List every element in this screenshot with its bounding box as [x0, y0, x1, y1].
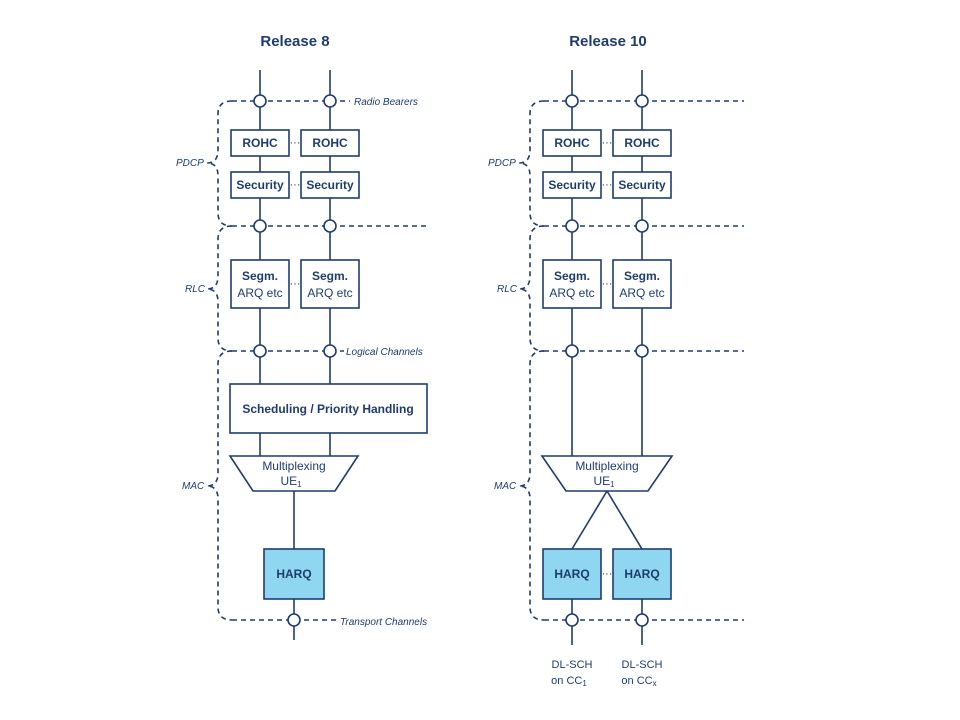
r8-mac-label: MAC: [182, 481, 205, 492]
r10-harq-label-2: HARQ: [624, 567, 659, 581]
r8-segm-box-2: [300, 259, 360, 309]
r8-security-box-1: [230, 171, 290, 199]
r10-mac-label: MAC: [494, 481, 517, 492]
r8-segm-line1-2: Segm.: [312, 269, 348, 283]
r10-pdcp-label: PDCP: [488, 158, 516, 169]
r10-sap-rlc-2: [635, 219, 649, 233]
r8-segm-line1-1: Segm.: [242, 269, 278, 283]
release-8-title: Release 8: [260, 33, 329, 50]
r8-rohc-box-1: [230, 129, 290, 157]
release-10-stack: Release 10 PDCP RLC MAC: [488, 33, 744, 688]
r10-harq-box-2: [612, 548, 672, 600]
r10-segm-line2-2: ARQ etc: [619, 286, 664, 300]
r10-rohc-label-2: ROHC: [624, 136, 660, 150]
r8-sap-radio-bearer-1: [253, 94, 267, 108]
r8-rohc-label-1: ROHC: [242, 136, 278, 150]
r10-security-label-1: Security: [548, 178, 596, 192]
r8-pdcp-brace: [206, 100, 233, 227]
r8-segm-ellipsis: ···: [290, 278, 301, 290]
r10-dlsch-x-line1: DL-SCH: [622, 659, 663, 671]
r8-rohc-box-2: [300, 129, 360, 157]
r10-harq-ellipsis: ···: [602, 568, 613, 580]
r10-multiplexing-block: [540, 455, 674, 492]
r8-rohc-ellipsis: ···: [290, 137, 301, 149]
r10-dlsch-x-line2: on CCx: [621, 675, 656, 688]
r10-segm-line2-1: ARQ etc: [549, 286, 594, 300]
r10-segm-box-1: [542, 259, 602, 309]
r10-segm-ellipsis: ···: [602, 278, 613, 290]
r8-scheduling-label: Scheduling / Priority Handling: [242, 402, 413, 416]
r8-scheduling-box: [229, 383, 428, 434]
r10-harq-label-1: HARQ: [554, 567, 589, 581]
r8-mux-ue: UE: [280, 474, 297, 488]
r10-sap-rlc-1: [565, 219, 579, 233]
r10-rlc-brace: [518, 225, 545, 352]
r10-sap-transport-2: [635, 613, 649, 627]
r8-multiplexing-block: [228, 455, 360, 492]
r10-security-box-2: [612, 171, 672, 199]
r10-mux-ue: UE: [593, 474, 610, 488]
r8-rlc-label: RLC: [185, 284, 206, 295]
r8-segm-line2-2: ARQ etc: [307, 286, 352, 300]
r10-mux-line2: UE1: [593, 474, 615, 489]
r8-sap-rlc-2: [323, 219, 337, 233]
r8-security-label-1: Security: [236, 178, 284, 192]
r8-mux-line1: Multiplexing: [262, 459, 325, 473]
r8-mux-sub: 1: [297, 480, 302, 489]
r10-sap-transport-1: [565, 613, 579, 627]
r8-sap-radio-bearer-2: [323, 94, 337, 108]
r10-segm-line1-2: Segm.: [624, 269, 660, 283]
r8-segm-box-1: [230, 259, 290, 309]
r8-security-box-2: [300, 171, 360, 199]
r10-segm-box-2: [612, 259, 672, 309]
r8-security-ellipsis: ···: [290, 179, 301, 191]
r10-dlsch-x-sub: x: [653, 679, 657, 688]
r10-rlc-label: RLC: [497, 284, 518, 295]
r10-sap-logical-1: [565, 344, 579, 358]
r10-dlsch-1-line1: DL-SCH: [552, 659, 593, 671]
r10-mux-sub: 1: [610, 480, 615, 489]
release-8-stack: Release 8 Radio Bearers Logical Channels…: [176, 33, 430, 640]
r10-dlsch-1-line2: on CC1: [551, 675, 587, 688]
r10-mac-brace: [518, 350, 545, 621]
r10-sap-radio-bearer-2: [635, 94, 649, 108]
release-10-title: Release 10: [569, 33, 647, 50]
radio-bearers-label: Radio Bearers: [354, 97, 418, 108]
r10-segm-line1-1: Segm.: [554, 269, 590, 283]
r10-security-box-1: [542, 171, 602, 199]
r10-sap-logical-2: [635, 344, 649, 358]
r8-sap-logical-1: [253, 344, 267, 358]
r8-sap-rlc-1: [253, 219, 267, 233]
r10-dlsch-1-sub: 1: [582, 679, 587, 688]
logical-channels-label: Logical Channels: [346, 347, 423, 358]
r10-rohc-box-2: [612, 129, 672, 157]
r8-sap-logical-2: [323, 344, 337, 358]
r10-dlsch-x-on-cc: on CC: [621, 675, 652, 687]
r8-mux-line2: UE1: [280, 474, 302, 489]
r8-rohc-label-2: ROHC: [312, 136, 348, 150]
r10-sap-radio-bearer-1: [565, 94, 579, 108]
r10-security-ellipsis: ···: [602, 179, 613, 191]
r8-rlc-brace: [206, 225, 233, 352]
r10-pdcp-brace: [518, 100, 545, 227]
r10-harq-box-1: [542, 548, 602, 600]
transport-channels-label: Transport Channels: [340, 617, 427, 628]
r8-security-label-2: Security: [306, 178, 354, 192]
r10-mux-line1: Multiplexing: [575, 459, 638, 473]
r8-mac-brace: [206, 350, 233, 621]
r8-harq-box: [263, 548, 325, 600]
r8-harq-label: HARQ: [276, 567, 311, 581]
r8-segm-line2-1: ARQ etc: [237, 286, 282, 300]
r8-sap-transport: [287, 613, 301, 627]
r10-rohc-box-1: [542, 129, 602, 157]
r10-dlsch-1-on-cc: on CC: [551, 675, 582, 687]
r10-rohc-label-1: ROHC: [554, 136, 590, 150]
r10-line: [606, 490, 643, 550]
r10-line: [571, 490, 608, 550]
r10-rohc-ellipsis: ···: [602, 137, 613, 149]
r8-pdcp-label: PDCP: [176, 158, 204, 169]
r10-security-label-2: Security: [618, 178, 666, 192]
